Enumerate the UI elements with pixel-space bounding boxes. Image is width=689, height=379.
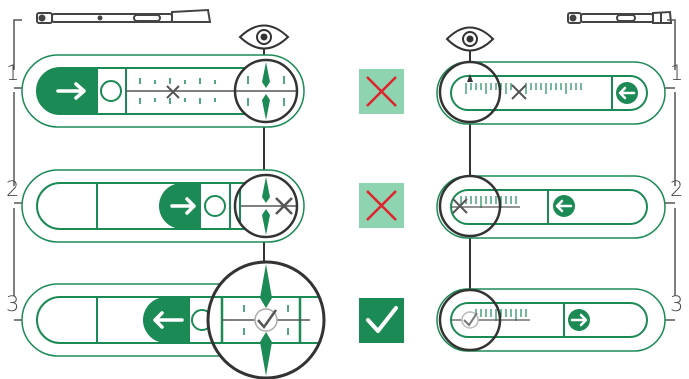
eye-icon-left [238, 24, 290, 50]
arrow-right-icon [570, 313, 588, 327]
right-scale-row-1 [436, 60, 666, 125]
cross-icon [366, 190, 397, 221]
check-icon [257, 309, 278, 330]
right-scale-row-3 [436, 288, 666, 352]
magnifier-left-1 [233, 58, 299, 124]
arrow-left-icon [618, 86, 636, 100]
magnifier-left-3 [206, 260, 326, 379]
verdict-incorrect-row-2 [359, 183, 404, 228]
left-scale-row-1 [21, 54, 305, 128]
verdict-correct-row-3 [359, 298, 404, 343]
row-number-right-3: 3 [670, 292, 683, 316]
torque-wrench-icon-right [567, 10, 673, 24]
torque-wrench-icon-left [36, 8, 212, 24]
arrow-right-icon [170, 197, 196, 215]
right-scale-row-2 [436, 174, 666, 239]
arrow-left-icon [153, 311, 184, 329]
cross-icon [366, 76, 397, 107]
left-scale-row-2 [21, 169, 305, 243]
arrow-left-icon [555, 199, 573, 213]
arrow-right-icon [56, 82, 86, 100]
mark-x-small [166, 85, 180, 99]
eye-icon-right [445, 26, 495, 52]
row-number-left-1: 1 [6, 61, 19, 85]
row-number-right-1: 1 [670, 61, 683, 85]
verdict-incorrect-row-1 [359, 69, 404, 114]
row-number-left-3: 3 [6, 292, 19, 316]
row-number-right-2: 2 [670, 177, 683, 201]
magnifier-left-2 [233, 173, 299, 239]
row-number-left-2: 2 [6, 177, 19, 201]
left-scale-row-3 [21, 260, 326, 379]
check-icon [366, 306, 398, 333]
